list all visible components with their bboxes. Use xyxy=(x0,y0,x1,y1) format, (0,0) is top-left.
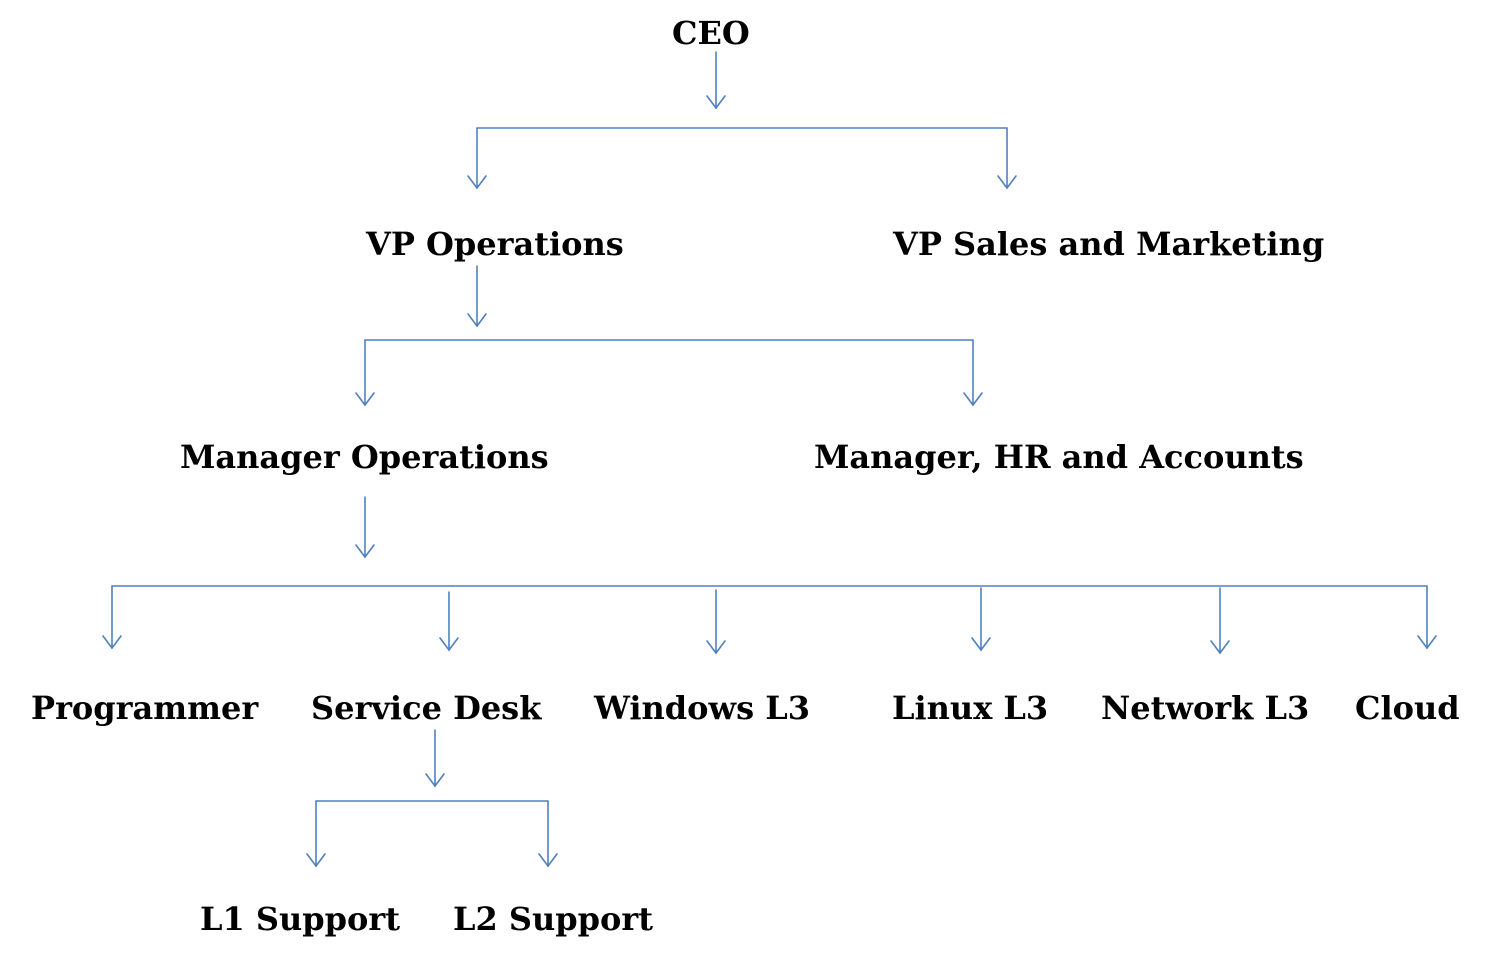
node-l1-support: L1 Support xyxy=(200,900,401,938)
arrow-to-windows-l3-head xyxy=(706,640,726,655)
arrow-to-l1-support-head xyxy=(306,853,326,868)
node-windows-l3: Windows L3 xyxy=(594,689,810,727)
node-service-desk: Service Desk xyxy=(311,689,542,727)
node-vp-operations: VP Operations xyxy=(366,225,624,263)
arrow-to-manager-operations-head xyxy=(355,392,375,407)
arrow-to-programmer-head xyxy=(102,635,122,650)
node-cloud: Cloud xyxy=(1355,689,1460,727)
node-ceo: CEO xyxy=(672,14,750,52)
arrow-manager-operations-down-head xyxy=(355,544,375,559)
node-linux-l3: Linux L3 xyxy=(892,689,1049,727)
arrow-vp-operations-down-head xyxy=(467,313,487,328)
arrow-to-vp-sales-head xyxy=(997,175,1017,190)
arrow-to-cloud-head xyxy=(1417,635,1437,650)
node-manager-operations: Manager Operations xyxy=(180,438,549,476)
arrow-to-service-desk-head xyxy=(439,637,459,652)
arrow-ceo-down-head xyxy=(706,95,726,110)
node-network-l3: Network L3 xyxy=(1101,689,1310,727)
arrow-to-l2-support-head xyxy=(538,853,558,868)
arrow-to-network-l3-head xyxy=(1210,640,1230,655)
node-vp-sales-marketing: VP Sales and Marketing xyxy=(893,225,1325,263)
arrow-to-manager-hr-head xyxy=(963,392,983,407)
arrow-service-desk-down-head xyxy=(425,773,445,788)
arrow-to-linux-l3-head xyxy=(971,637,991,652)
node-l2-support: L2 Support xyxy=(453,900,654,938)
arrow-to-vp-operations-head xyxy=(467,175,487,190)
node-programmer: Programmer xyxy=(31,689,259,727)
node-manager-hr-accounts: Manager, HR and Accounts xyxy=(814,438,1304,476)
